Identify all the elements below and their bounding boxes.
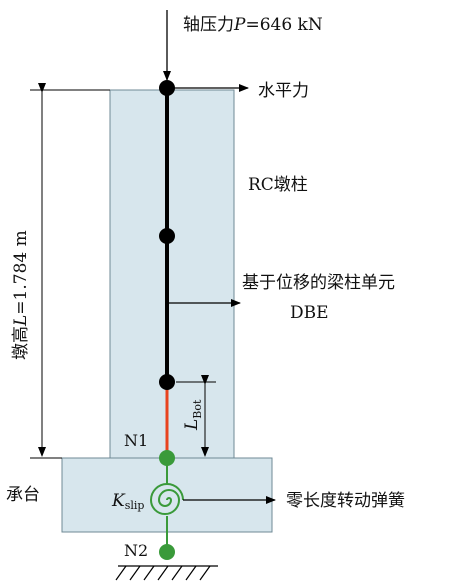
element-label-line1: 基于位移的梁柱单元	[242, 273, 395, 293]
node-mid	[159, 228, 175, 244]
horizontal-force-label: 水平力	[258, 81, 309, 101]
spring-description-label: 零长度转动弹簧	[286, 491, 405, 511]
lbot-dimension	[176, 375, 216, 457]
axial-force-label: 轴压力P=646 kN	[183, 15, 323, 35]
kslip-label: Kslip	[111, 491, 144, 512]
pier-column	[109, 89, 235, 459]
element-label-line2: DBE	[290, 303, 329, 323]
node-lower	[159, 374, 175, 390]
node-n1-label: N1	[124, 431, 148, 450]
pile-cap-label: 承台	[6, 485, 40, 505]
lbot-label: LBot	[182, 399, 204, 431]
ground-support	[115, 565, 218, 581]
height-dimension	[30, 83, 110, 459]
rotational-spring-icon	[149, 483, 184, 515]
pier-height-label: 墩高L=1.784 m	[11, 230, 31, 360]
pier-name-label: RC墩柱	[248, 175, 308, 195]
node-top	[159, 80, 175, 96]
node-n2	[159, 544, 175, 560]
node-n2-label: N2	[124, 541, 148, 560]
node-n1	[159, 450, 175, 466]
